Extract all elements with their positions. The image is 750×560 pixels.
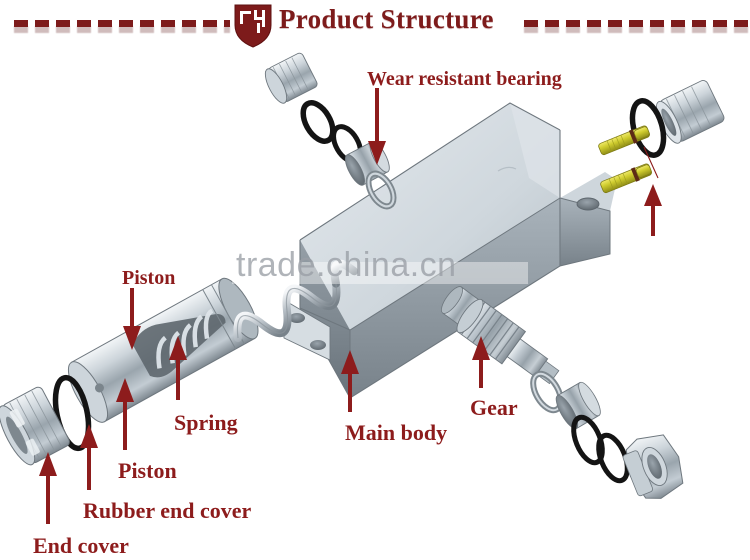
label-gear: Gear [470, 395, 518, 420]
shield-logo-icon [234, 4, 272, 48]
dashed-rule-right [524, 20, 748, 27]
rubber-end-cover [52, 374, 92, 452]
coil-spring [233, 259, 359, 342]
label-piston-top: Piston [122, 267, 176, 289]
label-wear-resistant-bearing: Wear resistant bearing [367, 68, 562, 90]
threaded-cap-right [629, 80, 725, 158]
watermark-backdrop [232, 262, 528, 284]
label-piston-bottom: Piston [118, 458, 177, 483]
piston-cylinder [67, 277, 259, 423]
dashed-rule-right-shadow [524, 26, 748, 33]
dashed-rule-left [14, 20, 230, 27]
arrow-rubber-end-cover [80, 424, 98, 490]
wear-bearing-sleeve [264, 52, 397, 210]
gear-shaft [441, 286, 601, 430]
hex-gland-nut [571, 414, 684, 499]
end-cover-cap [0, 386, 70, 466]
brass-pin-upper [598, 125, 650, 156]
label-end-cover: End cover [33, 533, 129, 558]
arrow-end-cover [39, 452, 57, 524]
arrow-brass-pin [644, 184, 662, 236]
arrow-spring [169, 336, 187, 400]
dashed-rule-left-shadow [14, 26, 230, 33]
label-spring: Spring [174, 410, 238, 435]
arrow-gear [472, 336, 490, 388]
arrow-piston-bottom [116, 378, 134, 450]
page-title: Product Structure [279, 4, 494, 34]
label-main-body: Main body [345, 420, 448, 445]
watermark-text: trade.china.cn [236, 246, 457, 284]
arrow-piston-top [123, 288, 141, 350]
label-rubber-end-cover: Rubber end cover [83, 498, 252, 523]
header-banner: Product Structure [0, 0, 750, 48]
brass-pin-lower [600, 146, 659, 194]
arrow-wear-resistant-bearing [368, 88, 386, 165]
arrow-main-body [341, 350, 359, 412]
